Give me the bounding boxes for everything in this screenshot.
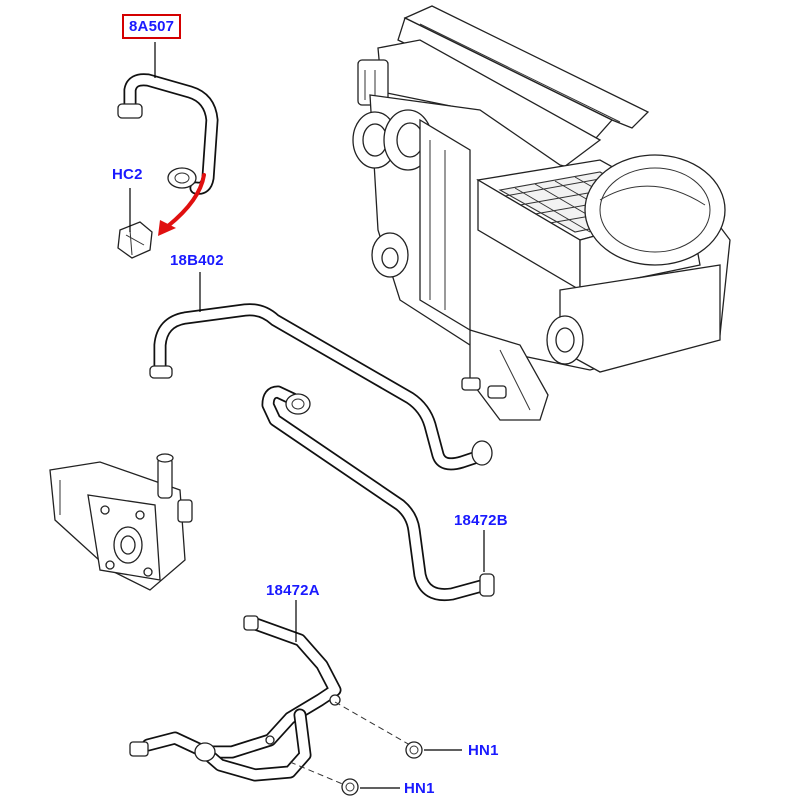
engine-water-outlet-housing xyxy=(49,453,193,591)
clip-hc2[interactable] xyxy=(117,221,153,259)
hose-8a507[interactable] xyxy=(117,73,219,195)
callout-8a507[interactable]: 8A507 xyxy=(122,14,182,39)
callout-18472a[interactable]: 18472A xyxy=(266,582,320,599)
hvac-heater-unit xyxy=(352,5,731,421)
red-direction-arrow xyxy=(166,173,206,228)
callout-18472b[interactable]: 18472B xyxy=(454,512,508,529)
nut-hn1-upper[interactable] xyxy=(405,741,423,759)
callout-hn1-upper[interactable]: HN1 xyxy=(468,742,499,759)
nut-hn1-lower[interactable] xyxy=(341,778,359,796)
tube-18472a[interactable] xyxy=(129,615,342,782)
callout-hn1-lower[interactable]: HN1 xyxy=(404,780,435,797)
red-arrowhead xyxy=(158,220,176,236)
hose-18472b[interactable] xyxy=(261,385,495,602)
hose-18b402[interactable] xyxy=(149,303,493,471)
dashed-leader-upper xyxy=(334,701,411,746)
callout-18b402[interactable]: 18B402 xyxy=(170,252,224,269)
callout-hc2[interactable]: HC2 xyxy=(112,166,143,183)
